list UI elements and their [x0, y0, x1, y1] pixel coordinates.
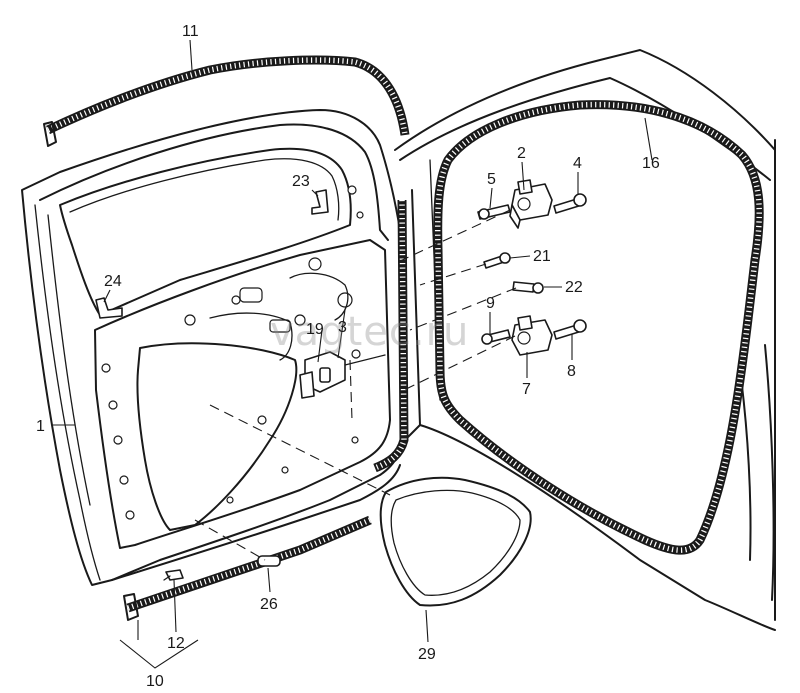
- bolt-21: [483, 252, 511, 269]
- window-channel-23: [311, 189, 329, 215]
- callout-11: 11: [182, 23, 199, 40]
- callout-29: 29: [418, 646, 436, 663]
- door-edge-seal: [373, 199, 409, 473]
- door-check-19: [299, 349, 386, 399]
- upper-hinge-2: [509, 179, 553, 229]
- callout-2: 2: [517, 145, 526, 162]
- callouts: 11 23 24 1 19 3 2 4 5 16 21 22 9 8 7 12 …: [36, 23, 660, 690]
- callout-24: 24: [104, 273, 122, 290]
- callout-1: 1: [36, 418, 45, 435]
- window-channel-24: [95, 297, 123, 319]
- body-seal-16: [433, 100, 764, 555]
- callout-10: 10: [146, 673, 164, 690]
- callout-7: 7: [522, 381, 531, 398]
- leader-lines: [52, 39, 653, 669]
- callout-16: 16: [642, 155, 660, 172]
- door-top-seal-11: [43, 55, 410, 147]
- bolt-8: [553, 319, 587, 340]
- bolt-22: [512, 281, 544, 294]
- bolt-9: [481, 329, 511, 345]
- callout-8: 8: [567, 363, 576, 380]
- callout-3: 3: [338, 319, 347, 336]
- door-shell: [21, 109, 406, 586]
- callout-22: 22: [565, 279, 583, 296]
- callout-23: 23: [292, 173, 310, 190]
- callout-9: 9: [486, 295, 495, 312]
- assembly-lines: [194, 209, 517, 561]
- bolt-5: [477, 204, 511, 220]
- watermark: vagtec.ru: [270, 309, 469, 355]
- bolt-4: [553, 193, 587, 214]
- membrane-29: [379, 476, 532, 607]
- callout-4: 4: [573, 155, 582, 172]
- callout-26: 26: [260, 596, 278, 613]
- lower-hinge-7: [511, 315, 553, 356]
- clip-12: [163, 569, 184, 581]
- callout-12: 12: [167, 635, 185, 652]
- plug-26: [257, 555, 281, 567]
- bottom-seal-10: [123, 515, 372, 621]
- callout-19: 19: [306, 321, 324, 338]
- callout-5: 5: [487, 171, 496, 188]
- callout-21: 21: [533, 248, 551, 265]
